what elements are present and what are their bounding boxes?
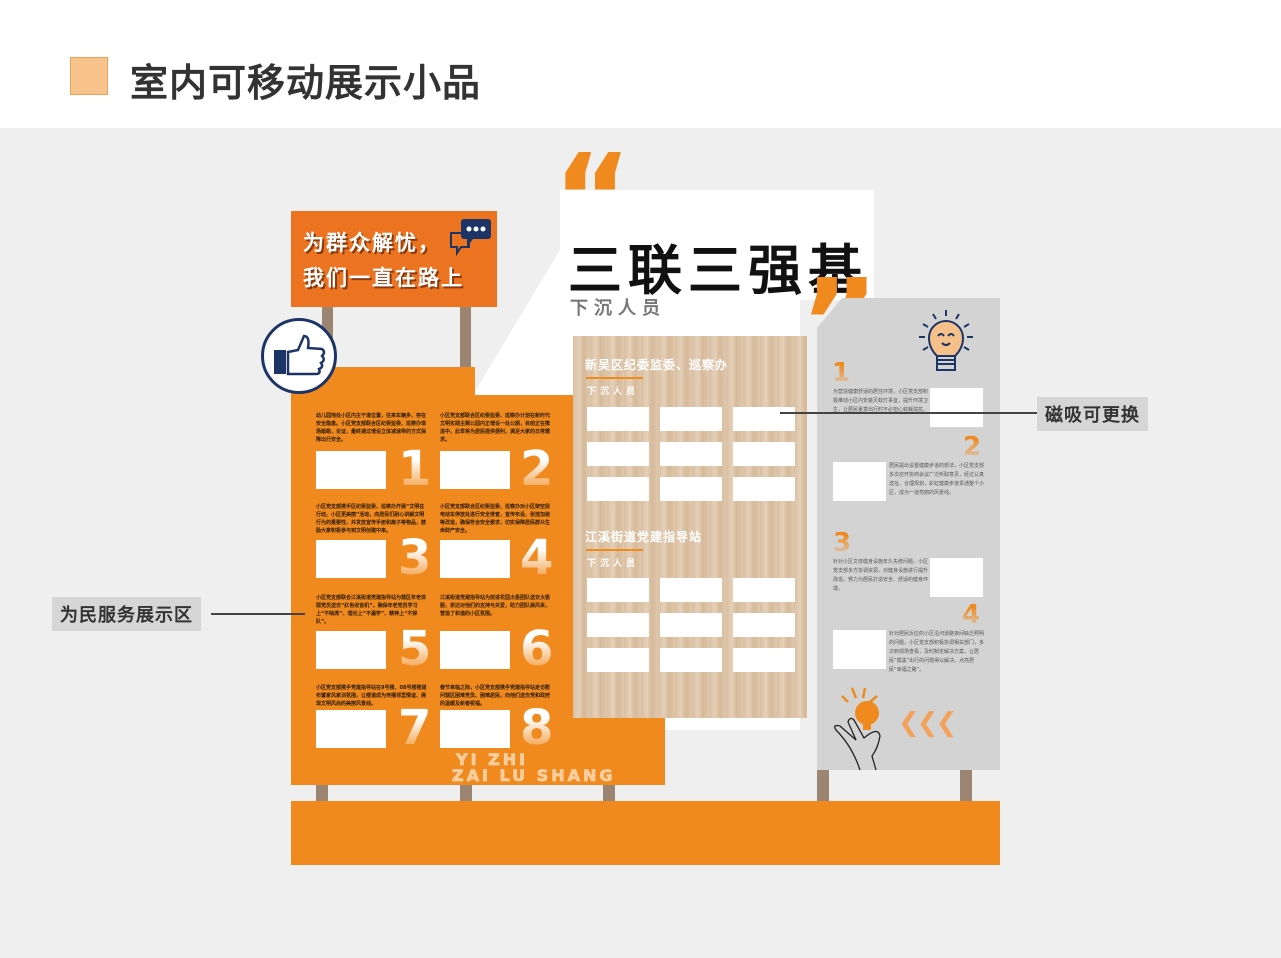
thumbs-up-icon [261,318,337,394]
callout-line [780,412,1037,414]
staff-photo-slot [660,648,722,672]
photo-placeholder [440,631,510,669]
hand-holding-bulb-icon [834,687,881,771]
item-number: 8 [520,700,554,756]
item-text: 小区党支部联合区纪委监委、巡察办计划在新时代文明实践主题公园内正增设一处公厕，目… [440,413,551,443]
section-subheading: 下沉人员 [587,387,640,397]
staff-photo-slot [660,477,722,501]
item-number: 1 [832,358,851,388]
board-post [960,770,972,803]
photo-placeholder [440,710,510,748]
slogan-line: YI ZHI [456,750,529,769]
item-text: 居民提出设置健康步道的想法，小区党支部多次召开协商会议广泛听取意见，经过认真选址… [889,463,985,496]
item-text: 为营造健康舒适的居住环境，小区党支部积极推动小区内安装灭蚊灯事宜，提升环境卫生，… [833,389,929,413]
staff-photo-slot [587,578,649,602]
item-text: 小区党支部联合江溪街道党建指导站为辖区年老体弱党员送去“红色收音机”，确保年老党… [316,595,427,625]
photo-placeholder [316,631,386,669]
page-title: 室内可移动展示小品 [130,61,482,105]
photo-placeholder [316,451,386,489]
item-text: 江溪街道党建指导站为前进花园太极团队送去太极服，表达对他们的支持与关爱，助力团队… [440,595,551,617]
staff-photo-slot [733,613,795,637]
top-sign: 为群众解忧， 我们一直在路上 [291,211,497,307]
base-platform [291,801,1000,865]
item-number: 2 [520,441,554,497]
section-heading: 新吴区纪委监委、巡察办 [585,358,729,372]
board-post [603,785,615,803]
main-subtitle: 下沉人员 [570,298,666,319]
photo-placeholder [833,630,886,669]
item-text: 小区党支部联合区纪委监委、巡察办对小区架空层电动车停放处进行安全排查，宣传布设、… [440,504,551,534]
photo-placeholder [930,388,983,427]
heading-underline [586,377,643,379]
staff-photo-slot [733,477,795,501]
sign-line-2: 我们一直在路上 [303,266,464,290]
staff-photo-slot [733,442,795,466]
sign-post [460,307,471,369]
staff-photo-slot [660,578,722,602]
item-text: 针对居民反应的小区沿河道路夜间缺乏照明的问题，小区党支部积极协调相关部门，多次到… [889,631,985,673]
staff-photo-slot [587,407,649,431]
open-quote-mark: “ [553,130,632,269]
heading-underline [586,549,643,551]
chat-bubble-icon [450,219,491,257]
item-number: 1 [398,441,432,497]
photo-placeholder [316,540,386,578]
staff-photo-slot [660,613,722,637]
staff-photo-slot [733,407,795,431]
main-title: 三联三强基 [568,239,868,302]
staff-photo-slot [660,407,722,431]
lightbulb-icon [919,310,973,371]
section-heading: 江溪街道党建指导站 [585,530,703,544]
staff-photo-slot [660,442,722,466]
item-number: 7 [398,700,432,756]
item-text: 小区党支部携手党建指导站在9号楼、08号楼楼道布置家风家训氛围，让楼道成为传播邻… [316,685,427,707]
staff-photo-slot [733,578,795,602]
item-text: 小区党支部携手区纪委监委、巡察办开展“文明在行动，小区更美丽”活动，向居民们耐心… [316,504,427,534]
staff-photo-slot [733,648,795,672]
callout-service-area: 为民服务展示区 [52,597,201,631]
board-post [460,785,472,803]
photo-placeholder [440,540,510,578]
staff-photo-slot [587,613,649,637]
magnetic-display-board [817,298,1000,770]
item-number: 2 [963,432,982,462]
item-text: 春节来临之际，小区党支部携手党建指导站走访慰问辖区困难党员、困难居民，向他们送去… [440,685,551,707]
photo-placeholder [833,462,886,501]
section-subheading: 下沉人员 [587,559,640,569]
item-number: 3 [833,528,852,558]
photo-placeholder [316,710,386,748]
staff-photo-slot [587,477,649,501]
header-square-icon [70,57,108,95]
sign-line-1: 为群众解忧， [303,231,441,255]
item-text: 针对小区文体健身设施年久失修问题，小区党支部多方协调资源，对健身设施进行提升改造… [833,559,929,592]
item-number: 6 [520,621,554,677]
callout-magnetic: 磁吸可更换 [1037,397,1148,431]
item-number: 4 [962,600,981,630]
board-post [817,770,829,803]
wood-staff-panel: 新吴区纪委监委、巡察办 下沉人员 江溪街道党建指导站 下沉人员 [573,336,807,718]
item-number: 4 [520,530,554,586]
board-post [316,785,328,803]
staff-photo-slot [587,442,649,466]
photo-placeholder [930,558,983,597]
item-text: 幼儿园地处小区内主干道位置，往来车辆多，存在安全隐患。小区党支部联合区纪委监委、… [316,413,427,443]
slogan-line: ZAI LU SHANG [452,766,616,785]
staff-photo-slot [587,648,649,672]
item-number: 5 [398,621,432,677]
chevron-arrows-icon: ❮❮❮ [898,708,957,738]
callout-line [211,613,305,615]
photo-placeholder [440,451,510,489]
item-number: 3 [398,530,432,586]
